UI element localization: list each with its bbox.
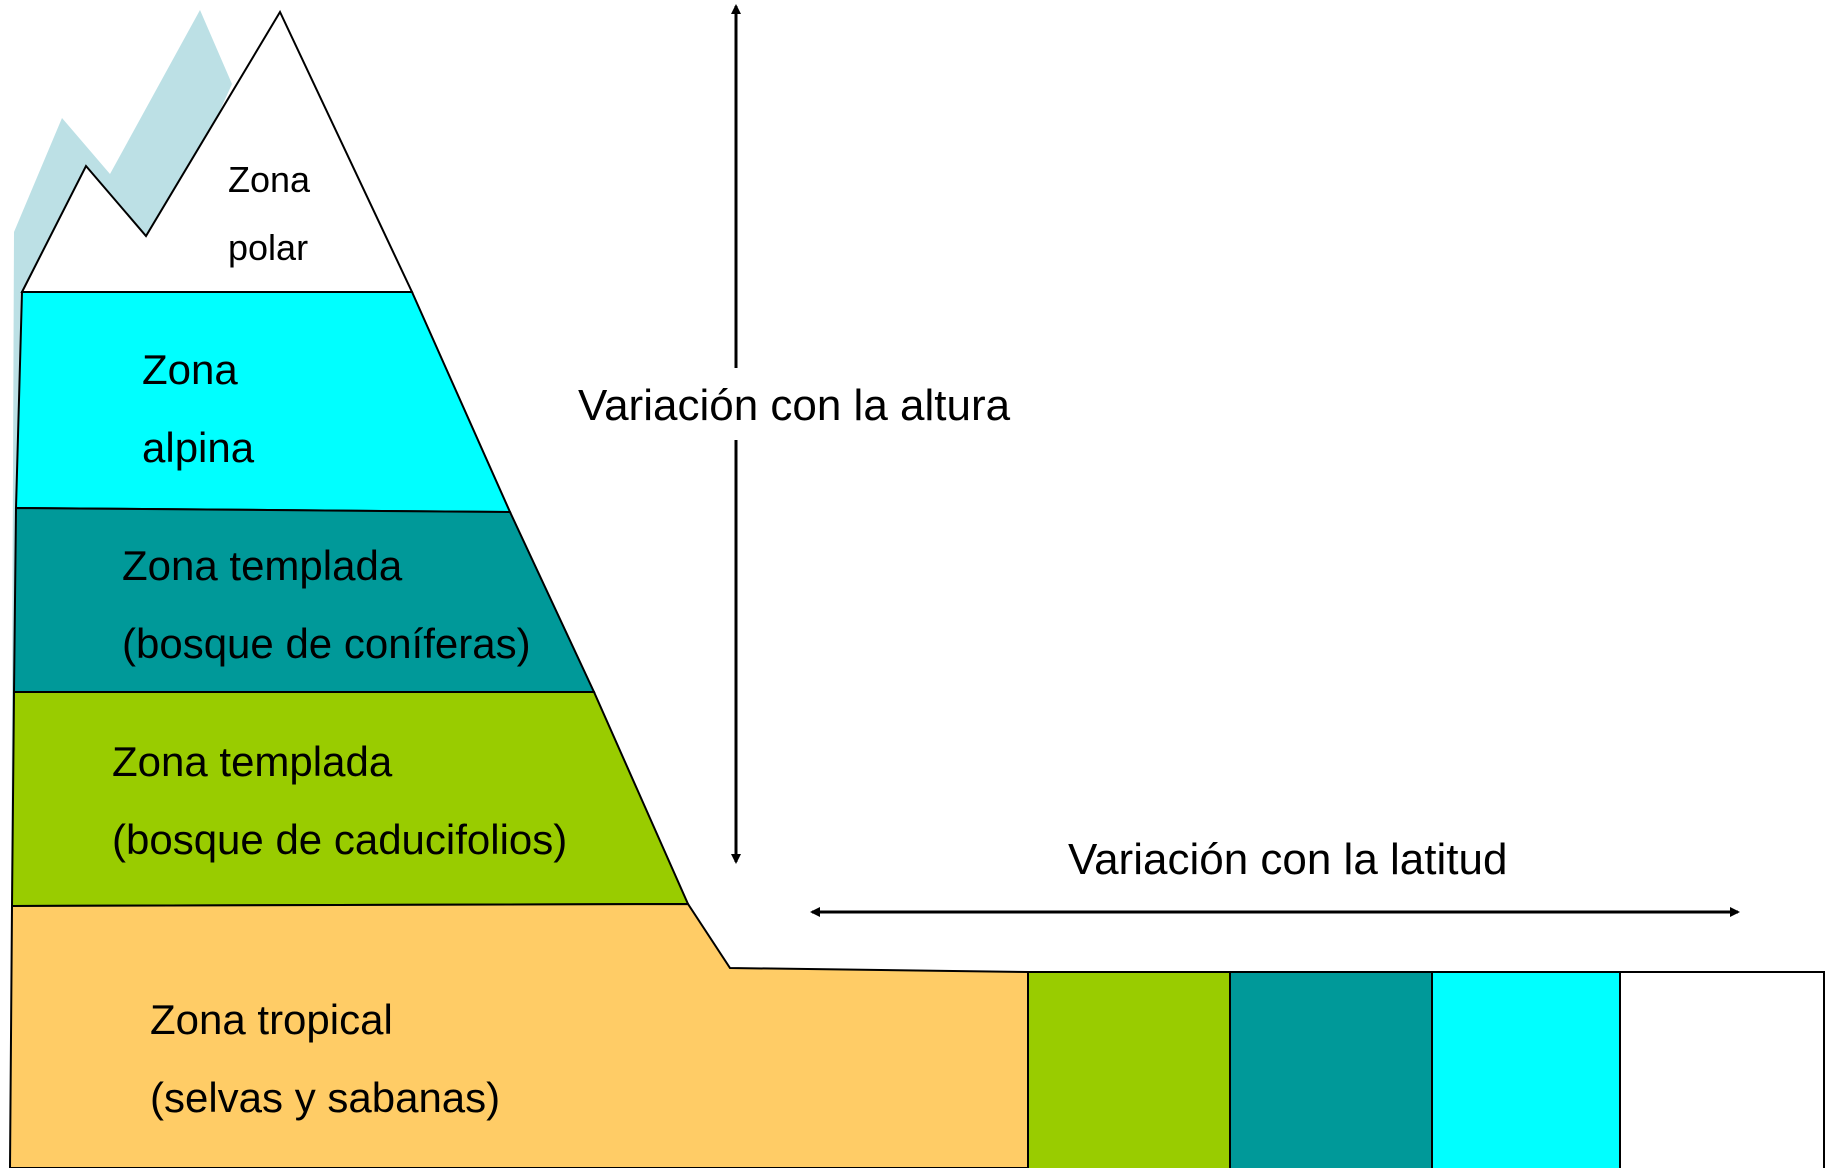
zone-coniferas-label-1: Zona templada: [122, 542, 403, 589]
zone-caducifolios-label-1: Zona templada: [112, 738, 393, 785]
zone-polar-label-2: polar: [228, 227, 308, 268]
zone-polar-label-1: Zona: [228, 159, 311, 200]
latitude-band-alpina: [1431, 971, 1621, 1168]
latitude-band-coniferas: [1229, 971, 1433, 1168]
zone-alpina-shape: [14, 291, 512, 514]
zone-caducifolios-label-2: (bosque de caducifolios): [112, 816, 567, 863]
zone-tropical-label-2: (selvas y sabanas): [150, 1074, 500, 1121]
latitude-variation-label: Variación con la latitud: [1068, 835, 1507, 884]
latitude-band-caducifolios: [1027, 971, 1231, 1168]
zone-caducifolios-shape: [10, 691, 690, 908]
altitude-variation-label: Variación con la altura: [578, 381, 1011, 430]
zone-alpina-label-2: alpina: [142, 424, 255, 471]
zone-tropical-label-1: Zona tropical: [150, 996, 393, 1043]
latitude-band-polar: [1619, 971, 1825, 1168]
zone-alpina-label-1: Zona: [142, 346, 238, 393]
zone-coniferas-label-2: (bosque de coníferas): [122, 620, 531, 667]
